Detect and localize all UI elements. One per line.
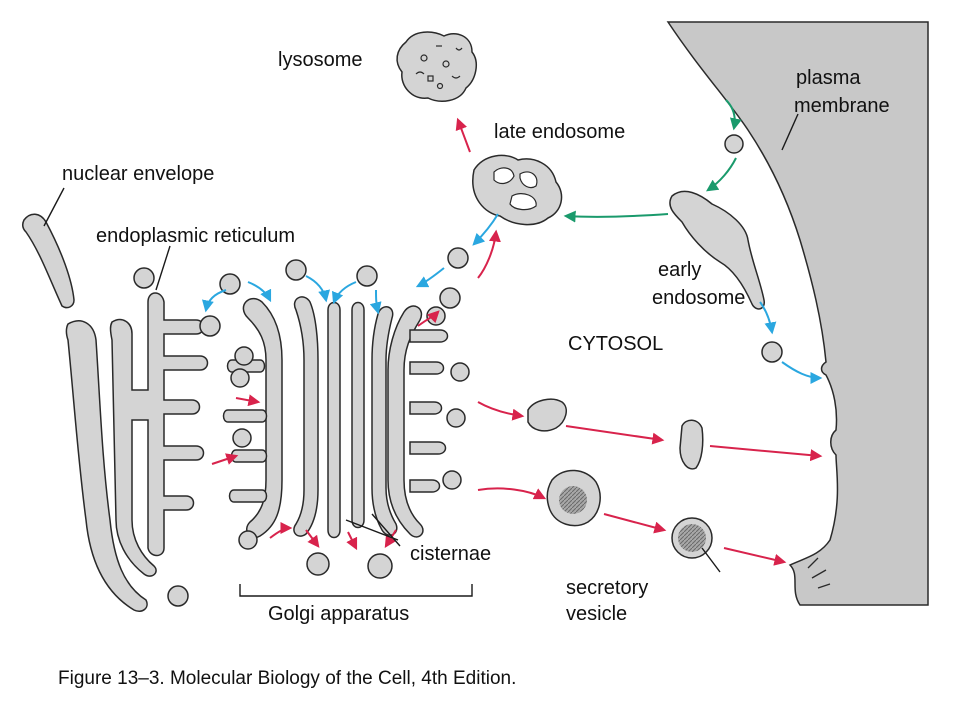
secretion-spikes xyxy=(807,557,831,589)
early-endosome-label-line1: early xyxy=(658,259,701,281)
secretory-arrows xyxy=(211,117,823,566)
lysosome-label: lysosome xyxy=(278,49,362,71)
secretory-vesicles xyxy=(527,398,713,559)
nuclear-envelope xyxy=(21,213,75,309)
retrieval-arrows xyxy=(202,213,823,384)
extracellular-space xyxy=(666,21,929,606)
late-endosome xyxy=(472,154,563,226)
secretory-vesicle-label-line2: vesicle xyxy=(566,603,627,625)
cisternae-label: cisternae xyxy=(410,543,491,565)
plasma-membrane-label-line2: membrane xyxy=(794,95,890,117)
nuclear-envelope-label: nuclear envelope xyxy=(62,163,214,185)
figure-caption: Figure 13–3. Molecular Biology of the Ce… xyxy=(58,668,516,689)
nuclear-envelope-lower xyxy=(65,320,148,612)
late-endosome-label: late endosome xyxy=(494,121,625,143)
golgi-apparatus xyxy=(222,296,449,539)
golgi-apparatus-label: Golgi apparatus xyxy=(268,603,409,625)
transport-vesicles xyxy=(133,134,783,607)
endocytic-arrows xyxy=(563,99,742,223)
lysosome xyxy=(396,31,478,102)
endoplasmic-reticulum xyxy=(109,292,209,577)
cytosol-label: CYTOSOL xyxy=(568,333,663,355)
plasma-membrane-label-line1: plasma xyxy=(796,67,861,89)
early-endosome-label-line2: endosome xyxy=(652,287,745,309)
early-endosome xyxy=(669,190,765,310)
leader-lines xyxy=(43,113,799,597)
endoplasmic-reticulum-label: endoplasmic reticulum xyxy=(96,225,295,247)
secretory-vesicle-label-line1: secretory xyxy=(566,577,648,599)
